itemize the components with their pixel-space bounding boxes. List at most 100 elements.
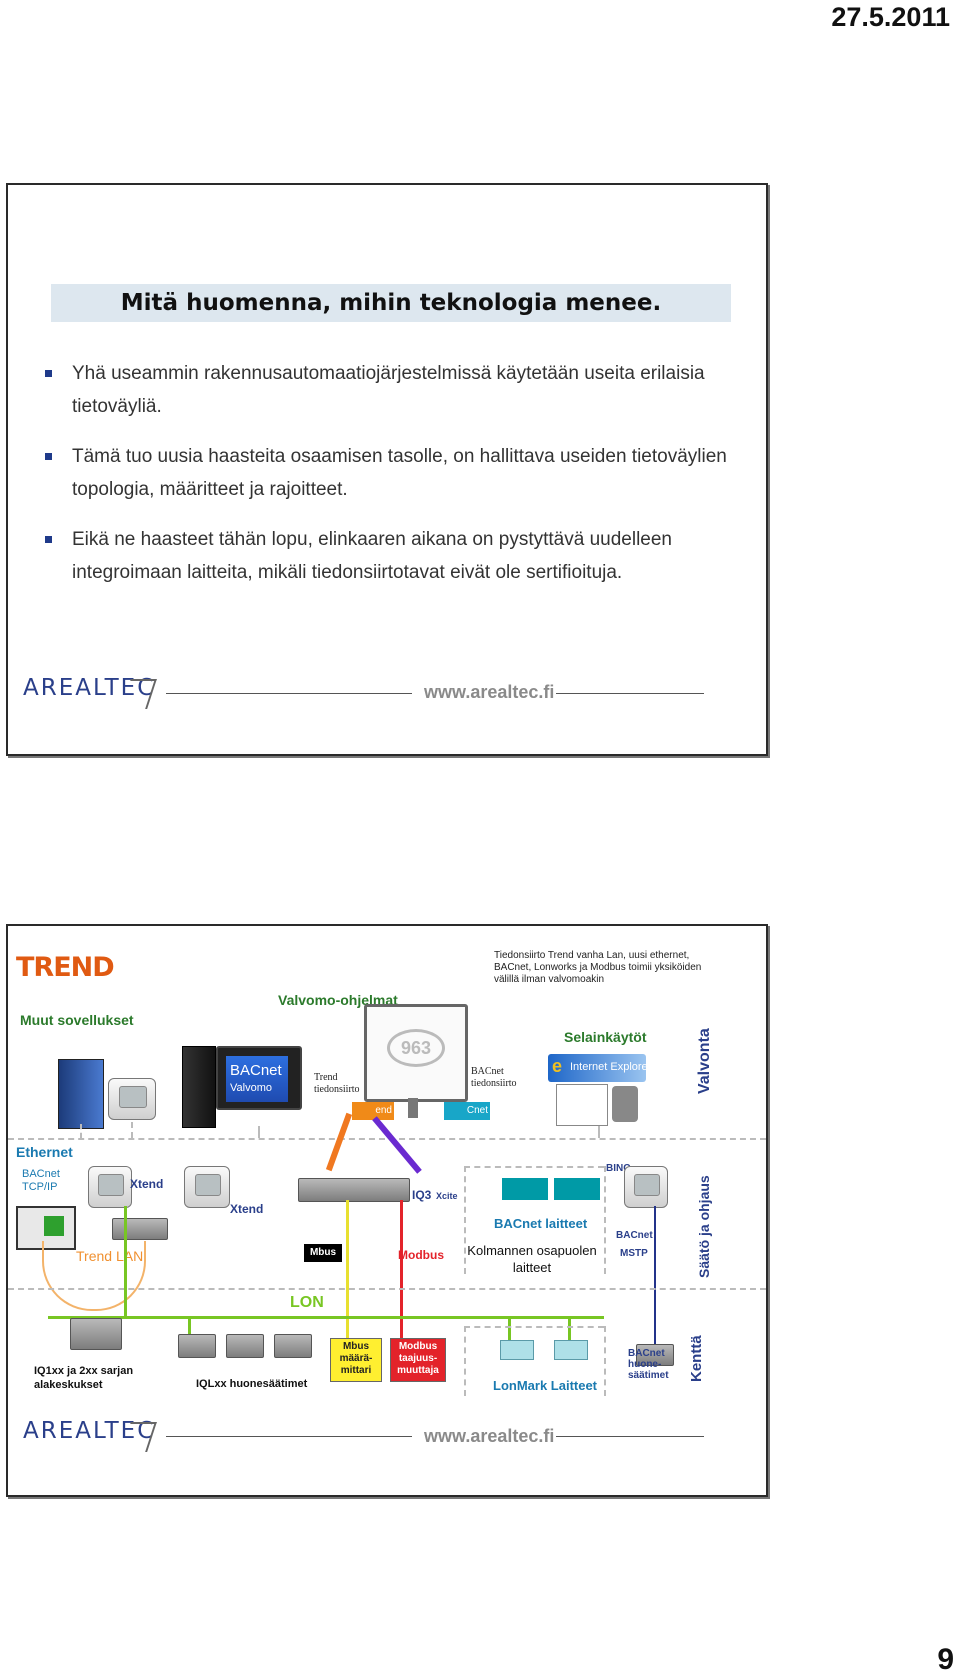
ethernet-line: [8, 1138, 766, 1140]
server-tower: [58, 1059, 104, 1129]
drop-line: [598, 1126, 600, 1138]
modbus-line: [400, 1200, 403, 1338]
footer-line: [556, 693, 704, 694]
iq3-label: IQ3: [412, 1188, 432, 1202]
xtend-panel: [88, 1166, 132, 1208]
internet-explorer-banner: e Internet Explorer: [548, 1054, 651, 1082]
bacnet-tcpip-label: BACnet TCP/IP: [22, 1168, 60, 1193]
slide-2-diagram: TREND Tiedonsiirto Trend vanha Lan, uusi…: [6, 924, 768, 1497]
monitor-963-badge: 963: [387, 1029, 445, 1067]
saato-ja-ohjaus-label: Säätö ja ohjaus: [696, 1175, 712, 1278]
binc-label: BINC: [606, 1163, 631, 1174]
modbus-muuttaja: Modbus taajuus-muuttaja: [390, 1338, 446, 1382]
xcite-label: Xcite: [436, 1191, 458, 1201]
page-number: 9: [937, 1643, 954, 1676]
footer-line: [556, 1436, 704, 1437]
xtend-module: [112, 1218, 168, 1240]
monitor-stand: [408, 1098, 418, 1118]
bullet-list: Yhä useammin rakennusautomaatiojärjestel…: [42, 357, 742, 606]
bacnet-device: [554, 1178, 600, 1200]
trend-tab: end: [352, 1102, 394, 1120]
valvomo-monitor-label: Valvomo: [230, 1082, 272, 1094]
bullet-item: Yhä useammin rakennusautomaatiojärjestel…: [42, 357, 742, 423]
bacnet-box-left: [464, 1166, 466, 1274]
lonmark-box-right: [604, 1326, 606, 1396]
lon-bus-line: [48, 1316, 604, 1319]
bacnet-tab: Cnet: [444, 1102, 490, 1120]
bacnet-device: [502, 1178, 548, 1200]
drop-line: [80, 1124, 82, 1138]
kentta-label: Kenttä: [688, 1335, 705, 1382]
saato-kentta-divider: [8, 1288, 766, 1290]
operator-panel: [108, 1078, 156, 1120]
bacnet-room-controller: [636, 1344, 674, 1366]
iqlxx-label: IQLxx huonesäätimet: [196, 1378, 308, 1390]
ie-icon: e: [552, 1056, 563, 1076]
slide-title: Mitä huomenna, mihin teknologia menee.: [120, 290, 662, 316]
bacnet-arrow: [372, 1116, 422, 1174]
arealtec-logo: AREALTEC: [23, 675, 156, 701]
trend-logo: TREND: [16, 952, 115, 983]
mbus-mittari: Mbus määrä-mittari: [330, 1338, 382, 1382]
mstp-line: [654, 1206, 656, 1348]
modbus-label: Modbus: [398, 1248, 444, 1262]
lonmark-device: [554, 1340, 588, 1360]
binc-panel: [624, 1166, 668, 1208]
slide-title-bar: Mitä huomenna, mihin teknologia menee.: [51, 284, 731, 322]
browser-screenshot: [556, 1084, 608, 1126]
lonmark-box-top: [464, 1326, 604, 1328]
lonmark-device: [500, 1340, 534, 1360]
footer-url: www.arealtec.fi: [424, 1426, 555, 1446]
pda-device: [612, 1086, 638, 1122]
bacnet-tiedonsiirto-label: BACnet tiedonsiirto: [471, 1066, 517, 1089]
display-monitor: 963: [364, 1004, 468, 1102]
drop-line: [258, 1126, 260, 1138]
bullet-item: Eikä ne haasteet tähän lopu, elinkaaren …: [42, 523, 742, 589]
bacnet-monitor-label: BACnet: [230, 1062, 282, 1079]
muut-sovellukset-label: Muut sovellukset: [20, 1012, 134, 1028]
bacnet-mstp-label-1: BACnet: [616, 1230, 653, 1241]
ie-label: Internet Explorer: [570, 1061, 652, 1073]
lon-drop: [124, 1206, 127, 1318]
footer-line: [166, 1436, 412, 1437]
header-date: 27.5.2011: [831, 2, 950, 32]
xtend-label-2: Xtend: [230, 1202, 264, 1216]
iq3-controller: [298, 1178, 410, 1202]
iqlxx-controller: [178, 1334, 216, 1358]
bacnet-huonesaatimet-label: BACnet huone-säätimet: [628, 1348, 669, 1381]
lonmark-label: LonMark Laitteet: [493, 1378, 598, 1393]
pc-tower: [182, 1046, 216, 1128]
trend-tiedonsiirto-label: Trend tiedonsiirto: [314, 1072, 360, 1095]
drop-line: [131, 1122, 133, 1138]
iq1xx-label: IQ1xx ja 2xx sarjan alakeskukset: [34, 1365, 134, 1391]
trend-arrow: [325, 1112, 353, 1172]
arealtec-logo: AREALTEC: [23, 1418, 156, 1444]
bacnet-mstp-label-2: MSTP: [620, 1248, 648, 1259]
valvonta-label: Valvonta: [696, 1028, 713, 1094]
iqlxx-controller: [274, 1334, 312, 1358]
iq1xx-controller: [70, 1318, 122, 1350]
slide-1: Mitä huomenna, mihin teknologia menee. Y…: [6, 183, 768, 756]
iqlxx-controller: [226, 1334, 264, 1358]
lon-drop: [188, 1316, 191, 1334]
monitor-screen: BACnet Valvomo: [226, 1056, 288, 1102]
lon-label: LON: [290, 1294, 324, 1311]
bacnet-box-top: [464, 1166, 604, 1168]
mbus-label: Mbus: [304, 1244, 342, 1262]
network-note: Tiedonsiirto Trend vanha Lan, uusi ether…: [494, 950, 702, 985]
xtend-label-1: Xtend: [130, 1177, 164, 1191]
lon-drop: [568, 1316, 571, 1342]
bullet-item: Tämä tuo uusia haasteita osaamisen tasol…: [42, 440, 742, 506]
lonmark-box-left: [464, 1326, 466, 1396]
kolmannen-osapuolen-label: Kolmannen osapuolen laitteet: [467, 1243, 597, 1275]
footer-url: www.arealtec.fi: [424, 682, 555, 702]
xtend-panel-2: [184, 1166, 230, 1208]
trend-lan-loop: [42, 1241, 146, 1311]
pc-monitor: BACnet Valvomo: [216, 1046, 302, 1110]
bacnet-laitteet-label: BACnet laitteet: [494, 1216, 588, 1231]
footer-line: [166, 693, 412, 694]
bacnet-box-right: [604, 1166, 606, 1274]
status-led-icon: [44, 1216, 64, 1236]
mbus-line: [346, 1200, 349, 1338]
ethernet-label: Ethernet: [16, 1144, 73, 1160]
